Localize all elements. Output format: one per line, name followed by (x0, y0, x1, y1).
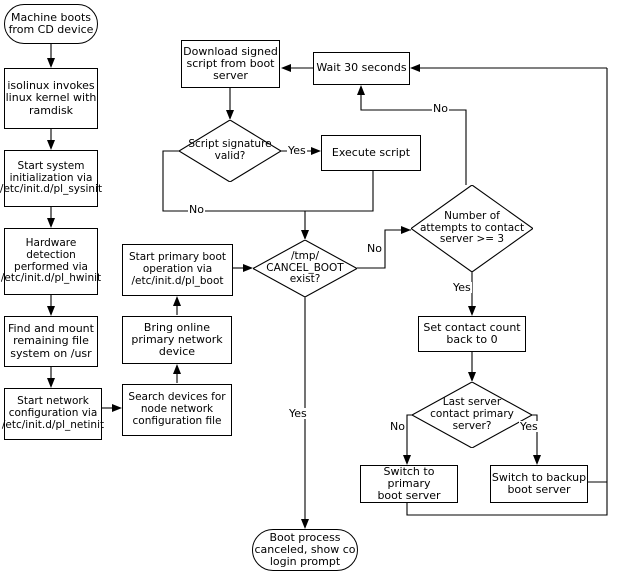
node-switch-primary: Switch to primary boot server (360, 465, 458, 503)
node-sysinit-line1: Start system (17, 159, 85, 172)
node-signature-line2: valid? (214, 150, 246, 162)
node-hwinit-line1: Hardware (25, 237, 77, 249)
node-switch-backup: Switch to backup boot server (490, 465, 588, 503)
node-download-script-line1: Download signed (183, 44, 278, 58)
node-hwinit: Hardware detection performed via /etc/in… (0, 228, 102, 295)
node-switch-backup-line1: Switch to backup (491, 470, 587, 484)
node-bring-online-line2: primary network (131, 332, 223, 346)
node-wait-30: Wait 30 seconds (313, 52, 410, 85)
node-isolinux-line2: linux kernel with (5, 91, 97, 105)
node-download-script-line3: server (213, 69, 248, 83)
node-start-line2: from CD device (8, 23, 94, 36)
node-signature-decision: Script signature valid? (179, 120, 281, 182)
node-mount-usr-line1: Find and mount (8, 322, 94, 336)
node-boot-canceled: Boot process canceled, show co login pro… (252, 529, 358, 571)
node-attempts-line1: Number of (444, 209, 500, 222)
node-pl-boot-line3: /etc/init.d/pl_boot (131, 274, 224, 287)
diamond-shape (412, 382, 532, 448)
node-search-devices-line2: node network (140, 403, 214, 416)
node-sysinit: Start system initialization via /etc/ini… (0, 150, 102, 207)
node-switch-primary-line1: Switch to primary (383, 464, 435, 490)
node-cancel-boot-line3: exist? (289, 273, 321, 286)
node-cancel-boot-line2: CANCEL_BOOT (266, 261, 344, 274)
node-switch-primary-line2: boot server (377, 489, 441, 503)
node-bring-online: Bring online primary network device (122, 316, 232, 364)
edge-label-last-yes: Yes (519, 420, 539, 433)
node-set-contact-count: Set contact count back to 0 (418, 316, 526, 352)
edge-label-attempts-yes: Yes (452, 281, 472, 294)
node-search-devices-line3: configuration file (132, 414, 222, 427)
node-cancel-boot-line1: /tmp/ (290, 249, 320, 262)
node-set-contact-count-line1: Set contact count (423, 320, 521, 334)
node-mount-usr-line3: system on /usr (10, 346, 92, 360)
node-last-server-decision: Last server contact primary server? (412, 382, 532, 448)
node-wait-30-line1: Wait 30 seconds (316, 61, 407, 75)
node-pl-boot-line1: Start primary boot (128, 251, 227, 264)
node-last-server-line1: Last server (442, 396, 502, 409)
node-hwinit-line3: performed via (14, 260, 88, 273)
node-boot-canceled-line3: login prompt (269, 555, 341, 569)
edge-label-cancel-no: No (366, 242, 383, 255)
node-boot-canceled-line1: Boot process (269, 531, 341, 544)
node-switch-backup-line2: boot server (507, 483, 571, 496)
node-pl-boot: Start primary boot operation via /etc/in… (122, 244, 233, 296)
node-signature-line1: Script signature (188, 138, 272, 151)
diamond-shape (411, 185, 533, 272)
node-mount-usr: Find and mount remaining file system on … (4, 316, 98, 367)
node-pl-boot-line2: operation via (142, 263, 213, 276)
node-download-script-line2: script from boot (186, 56, 275, 70)
node-bring-online-line3: device (158, 345, 196, 359)
edge-label-cancel-yes: Yes (288, 407, 308, 420)
edge-label-signature-yes: Yes (287, 144, 307, 157)
node-last-server-line3: server? (452, 419, 492, 432)
node-search-devices: Search devices for node network configur… (122, 384, 232, 436)
node-netinit-line3: /etc/init.d/pl_netinit (1, 418, 105, 431)
node-netinit-line2: configuration via (8, 407, 98, 420)
node-sysinit-line2: initialization via (9, 171, 93, 184)
node-cancel-boot-decision: /tmp/ CANCEL_BOOT exist? (253, 240, 357, 297)
node-start-line1: Machine boots (10, 10, 92, 24)
diamond-shape (179, 120, 281, 182)
node-attempts-decision: Number of attempts to contact server >= … (411, 185, 533, 272)
node-last-server-line2: contact primary (430, 408, 514, 421)
node-isolinux-line1: isolinux invokes (7, 79, 95, 93)
node-attempts-line2: attempts to contact (419, 221, 525, 234)
node-mount-usr-line2: remaining file (13, 334, 89, 348)
node-sysinit-line3: /etc/init.d/pl_sysinit (0, 183, 103, 196)
node-isolinux: isolinux invokes linux kernel with ramdi… (4, 68, 98, 129)
node-execute-script: Execute script (321, 135, 421, 171)
node-hwinit-line4: /etc/init.d/pl_hwinit (0, 272, 102, 285)
node-set-contact-count-line2: back to 0 (446, 333, 498, 346)
edge-label-last-no: No (389, 420, 406, 433)
node-execute-script-line1: Execute script (331, 145, 411, 159)
edge-label-attempts-no: No (432, 102, 449, 115)
node-download-script: Download signed script from boot server (181, 40, 280, 88)
node-start: Machine boots from CD device (4, 4, 98, 44)
node-isolinux-line3: ramdisk (28, 103, 74, 117)
node-netinit-line1: Start network (17, 395, 89, 408)
node-attempts-line3: server >= 3 (439, 233, 505, 246)
diamond-shape (253, 240, 357, 297)
node-netinit: Start network configuration via /etc/ini… (1, 388, 105, 440)
node-hwinit-line2: detection (26, 248, 76, 261)
node-search-devices-line1: Search devices for (128, 391, 226, 404)
edge-label-signature-no: No (188, 203, 205, 216)
node-bring-online-line1: Bring online (143, 320, 211, 334)
node-boot-canceled-line2: canceled, show co (254, 542, 356, 556)
